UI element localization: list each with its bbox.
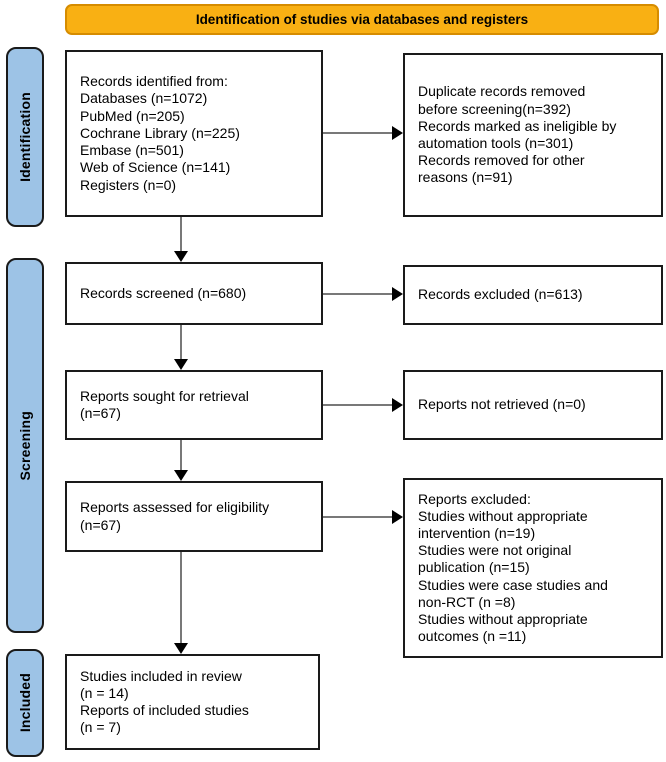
text-line: Records screened (n=680) [80, 284, 247, 301]
text-line: Reports not retrieved (n=0) [418, 396, 586, 413]
arrow-down-icon [174, 325, 188, 370]
records-screened-box: Records screened (n=680) [65, 262, 323, 325]
text-line: Studies were case studies and [418, 576, 608, 593]
stage-label-identification: Identification [6, 47, 44, 227]
arrowhead-right-icon [392, 287, 403, 301]
arrow-line [323, 404, 393, 406]
arrow-line [180, 552, 182, 644]
text-line: before screening(n=392) [418, 100, 571, 117]
text-line: (n=67) [80, 405, 121, 421]
text-line: (n = 7) [80, 719, 121, 736]
text-line: Reports assessed for eligibility [80, 499, 270, 516]
text-line: Registers (n=0) [80, 176, 177, 193]
text-line: Reports of included studies [80, 702, 249, 718]
text-line: Embase (n=501) [80, 142, 184, 159]
text-line: Studies without appropriate [418, 611, 588, 627]
text-line: Studies included in review [80, 667, 242, 684]
arrow-line [180, 217, 182, 252]
reports-excluded-box: Reports excluded:Studies without appropr… [403, 478, 663, 658]
text-line: reasons (n=91) [418, 169, 513, 186]
arrowhead-down-icon [174, 470, 188, 481]
text-line: Records marked as ineligible by [418, 117, 617, 134]
arrowhead-right-icon [392, 510, 403, 524]
arrow-right-icon [323, 287, 403, 301]
text-line: Records excluded (n=613) [418, 286, 583, 303]
arrow-down-icon [174, 552, 188, 654]
arrow-right-icon [323, 510, 403, 524]
text-line: automation tools (n=301) [418, 135, 574, 151]
text-line: Cochrane Library (n=225) [80, 124, 240, 141]
text-line: publication (n=15) [418, 559, 530, 576]
stage-label-screening: Screening [6, 258, 44, 633]
records-excluded-box: Records excluded (n=613) [403, 265, 663, 325]
text-line: intervention (n=19) [418, 524, 536, 541]
text-line: (n=67) [80, 516, 121, 533]
arrowhead-right-icon [392, 126, 403, 140]
reports-not-retrieved-box: Reports not retrieved (n=0) [403, 370, 663, 440]
studies-included-box: Studies included in review(n = 14)Report… [65, 654, 320, 750]
arrow-down-icon [174, 440, 188, 481]
arrow-right-icon [323, 398, 403, 412]
title-banner: Identification of studies via databases … [65, 4, 659, 35]
text-line: Records identified from: [80, 73, 228, 90]
text-line: Studies were not original [418, 542, 572, 559]
text-line: Reports sought for retrieval [80, 387, 249, 404]
text-line: Records removed for other [418, 152, 585, 169]
text-line: non-RCT (n =8) [418, 593, 516, 610]
arrow-line [323, 516, 393, 518]
text-line: Databases (n=1072) [80, 90, 208, 107]
text-line: Duplicate records removed [418, 83, 586, 100]
arrowhead-right-icon [392, 398, 403, 412]
arrow-line [323, 293, 393, 295]
arrow-down-icon [174, 217, 188, 262]
stage-label-included: Included [6, 649, 44, 757]
text-line: outcomes (n =11) [418, 628, 527, 645]
arrowhead-down-icon [174, 643, 188, 654]
stage-included-text: Included [17, 673, 33, 733]
text-line: PubMed (n=205) [80, 107, 185, 124]
stage-identification-text: Identification [17, 92, 33, 182]
arrow-line [180, 440, 182, 471]
text-line: Reports excluded: [418, 490, 531, 507]
text-line: Studies without appropriate [418, 507, 588, 524]
arrow-line [180, 325, 182, 360]
reports-sought-box: Reports sought for retrieval(n=67) [65, 370, 323, 440]
arrowhead-down-icon [174, 251, 188, 262]
arrow-line [323, 132, 393, 134]
reports-assessed-box: Reports assessed for eligibility(n=67) [65, 481, 323, 552]
text-line: Web of Science (n=141) [80, 159, 231, 176]
text-line: (n = 14) [80, 684, 129, 701]
arrow-right-icon [323, 126, 403, 140]
stage-screening-text: Screening [17, 410, 33, 481]
records-identified-box: Records identified from:Databases (n=107… [65, 50, 323, 217]
arrowhead-down-icon [174, 359, 188, 370]
